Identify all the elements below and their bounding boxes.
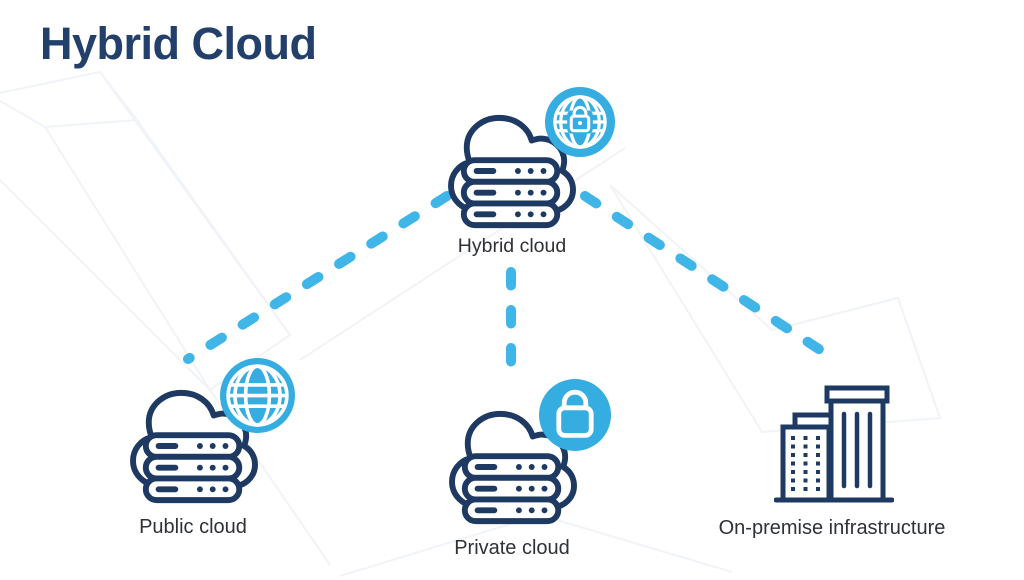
public-badge bbox=[220, 358, 295, 433]
private-badge bbox=[539, 379, 611, 451]
onpremise-label: On-premise infrastructure bbox=[718, 517, 946, 539]
private-cloud-label: Private cloud bbox=[454, 537, 570, 559]
globe-icon bbox=[220, 358, 295, 433]
globe-lock-icon bbox=[545, 87, 615, 157]
node-onpremise bbox=[774, 382, 894, 506]
connector-hybrid-onpremise bbox=[580, 191, 842, 366]
public-cloud-label: Public cloud bbox=[139, 516, 247, 538]
hybrid-badge bbox=[545, 87, 615, 157]
page-title: Hybrid Cloud bbox=[40, 18, 317, 69]
hybrid-cloud-label: Hybrid cloud bbox=[457, 235, 567, 257]
connector-hybrid-public bbox=[183, 191, 452, 364]
buildings-icon bbox=[774, 385, 894, 503]
lock-icon bbox=[539, 379, 611, 451]
